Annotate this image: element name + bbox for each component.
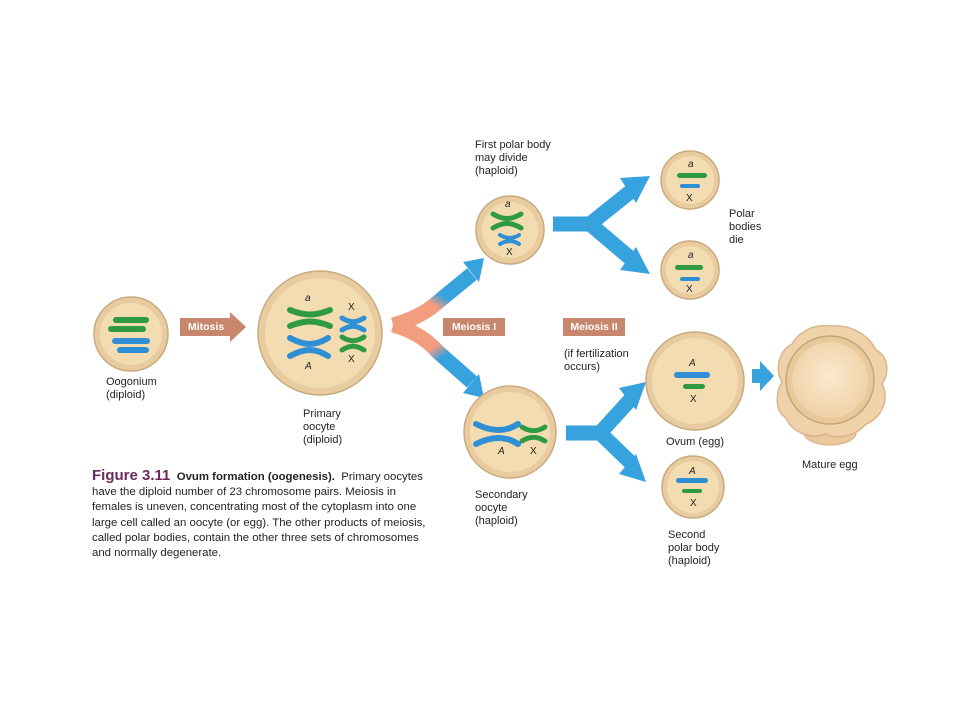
second-polar-body-letter-A: A [689,466,696,477]
polar-bodies-die-label: Polar bodies die [729,208,762,246]
oogonium-label: Oogonium (diploid) [106,376,157,401]
secondary-oocyte-chromosomes [473,421,548,447]
first-polar-body-cell [475,195,545,265]
meiosis-2-arrows [566,382,646,482]
mitosis-label: Mitosis [187,321,225,333]
ovum-letter-A: A [689,358,696,369]
maturation-arrow [752,361,774,391]
primary-oocyte-letter-A: A [305,361,312,372]
mature-egg-cell [776,324,888,446]
second-polar-body-letter-x: X [690,498,697,509]
figure-number: Figure 3.11 [92,467,171,484]
polar-body-bottom-letter-x: X [686,284,693,295]
meiosis-1-arrows [390,258,484,398]
primary-oocyte-letter-a: a [305,293,311,304]
figure-title: Ovum formation (oogenesis). [176,471,335,483]
polar-body-top [660,150,720,210]
primary-oocyte-letter-x-bottom: X [348,354,355,365]
secondary-oocyte-cell [463,385,557,479]
primary-oocyte-chromosomes [287,307,367,359]
polar-body-bottom [660,240,720,300]
primary-oocyte-cell [257,270,383,396]
figure-caption: Figure 3.11 Ovum formation (oogenesis). … [92,468,437,561]
ovum-label: Ovum (egg) [666,436,725,448]
polar-body-division-arrows [553,176,650,274]
meiosis-1-label: Meiosis I [443,318,505,336]
second-polar-body-cell [661,455,725,519]
secondary-oocyte-letter-x: X [530,446,537,457]
first-polar-body-chromosomes [490,211,524,246]
primary-oocyte-letter-x-top: X [348,302,355,313]
oogonium-cell [93,296,169,372]
secondary-oocyte-label: Secondary oocyte (haploid) [475,489,528,527]
mitosis-arrow [180,312,246,342]
first-polar-body-label: First polar body may divide (haploid) [475,139,551,177]
ovum-letter-x: X [690,394,697,405]
mature-egg-label: Mature egg [802,459,858,471]
polar-body-top-letter-a: a [688,159,694,170]
fertilization-note: (if fertilization occurs) [564,348,629,373]
polar-body-top-letter-x: X [686,193,693,204]
meiosis-2-label: Meiosis II [563,318,625,336]
first-polar-body-letter-a: a [505,199,511,210]
primary-oocyte-label: Primary oocyte (diploid) [303,408,343,446]
ovum-cell [645,331,745,431]
polar-body-bottom-letter-a: a [688,250,694,261]
secondary-oocyte-letter-A: A [498,446,505,457]
oogonium-chromosomes [108,317,150,353]
second-polar-body-label: Second polar body (haploid) [668,529,720,567]
first-polar-body-letter-x: X [506,247,513,258]
figure-caption-body: Primary oocytes have the diploid number … [92,471,426,560]
